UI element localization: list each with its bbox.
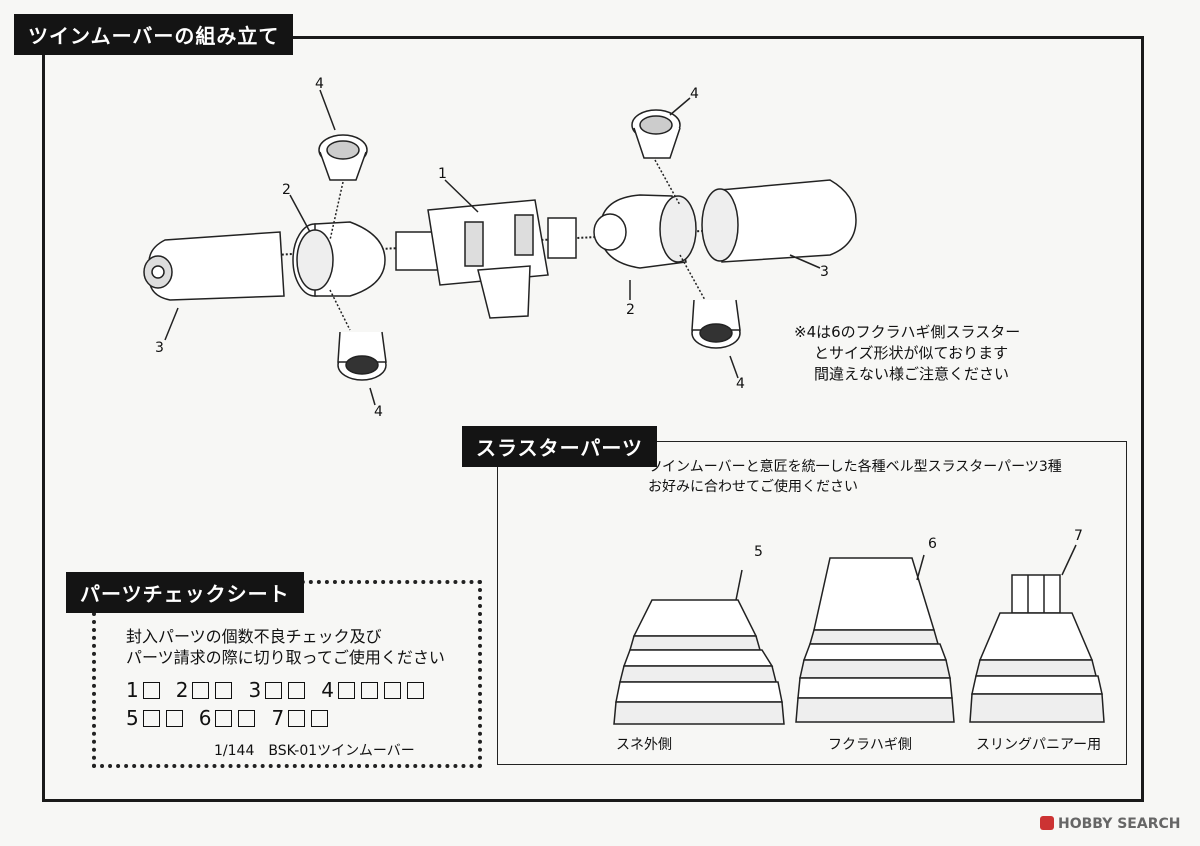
check-item: 6 [199,706,258,730]
check-text-line: パーツ請求の際に切り取ってご使用ください [126,648,445,667]
part-4-bottom-left [337,331,387,381]
thruster-5 [613,569,785,725]
check-square[interactable] [288,709,306,727]
part-4-bottom-right [691,299,741,349]
label-part-3-right: 3 [820,264,829,280]
main-title: ツインムーバーの組み立て [14,14,294,55]
check-square[interactable] [165,709,183,727]
thruster-7 [969,544,1105,723]
check-item: 4 [321,678,426,702]
check-item-number: 2 [175,678,189,702]
kit-name: 1/144 BSK-01ツインムーバー [214,743,415,759]
caption-sling-pannier: スリングパニアー用 [976,737,1102,753]
thruster-parts-box [497,441,1127,765]
check-item: 7 [271,706,330,730]
check-square[interactable] [383,681,401,699]
part-2-right [593,194,697,269]
watermark: HOBBY SEARCH [1040,816,1180,832]
thruster-6 [795,554,955,723]
part-3-right [701,179,857,263]
check-item-number: 3 [248,678,262,702]
check-square[interactable] [311,709,329,727]
part-4-top-right [631,109,681,159]
label-part-6: 6 [928,536,937,552]
thruster-description: ツインムーバーと意匠を統一した各種ベル型スラスターパーツ3種 お好みに合わせてご… [648,457,1062,497]
check-item: 5 [126,706,185,730]
check-square[interactable] [360,681,378,699]
check-square[interactable] [142,709,160,727]
check-square[interactable] [142,681,160,699]
desc-line: ツインムーバーと意匠を統一した各種ベル型スラスターパーツ3種 [648,459,1062,475]
note-line: 間違えない様ご注意ください [814,365,1010,383]
part-2-left [292,221,386,297]
check-instructions: 封入パーツの個数不良チェック及び パーツ請求の際に切り取ってご使用ください [126,626,445,668]
check-row-2: 5 6 7 [126,706,344,730]
check-item-number: 7 [271,706,285,730]
watermark-text: HOBBY SEARCH [1058,816,1181,832]
check-square[interactable] [215,681,233,699]
check-square[interactable] [192,681,210,699]
note-line: とサイズ形状が似ております [814,344,1009,362]
desc-line: お好みに合わせてご使用ください [648,479,858,495]
check-sheet-title: パーツチェックシート [66,572,304,613]
label-part-4-top-left: 4 [315,76,324,92]
check-square[interactable] [406,681,424,699]
label-part-4-bottom-right: 4 [736,376,745,392]
check-item-number: 1 [126,678,139,702]
check-square[interactable] [238,709,256,727]
check-item: 2 [176,678,235,702]
check-text-line: 封入パーツの個数不良チェック及び [126,627,382,646]
check-item: 1 [126,678,162,702]
check-item-number: 5 [126,706,139,730]
part-1-body [395,199,577,319]
label-part-2-left: 2 [282,182,291,198]
instruction-frame [42,36,1144,802]
hobby-search-logo-icon [1040,816,1054,830]
part-3-left [143,231,285,301]
check-square[interactable] [215,709,233,727]
caution-note: ※4は6のフクラハギ側スラスター とサイズ形状が似ております 間違えない様ご注意… [794,322,1020,385]
caption-calf-side: フクラハギ側 [828,737,912,753]
check-item: 3 [248,678,307,702]
check-item-number: 6 [198,706,212,730]
check-square[interactable] [288,681,306,699]
part-4-top-left [318,134,368,181]
label-part-7: 7 [1074,528,1083,544]
label-part-4-top-right: 4 [690,86,699,102]
check-square[interactable] [337,681,355,699]
label-part-3-left: 3 [155,340,164,356]
label-part-4-bottom-left: 4 [374,404,383,420]
check-row-1: 1 2 3 4 [126,678,440,702]
check-square[interactable] [265,681,283,699]
caption-shin-outer: スネ外側 [616,737,672,753]
label-part-2-right: 2 [626,302,635,318]
label-part-5: 5 [754,544,763,560]
label-part-1: 1 [438,166,447,182]
note-line: ※4は6のフクラハギ側スラスター [794,323,1021,341]
check-item-number: 4 [321,678,334,702]
thruster-parts-title: スラスターパーツ [462,426,657,467]
